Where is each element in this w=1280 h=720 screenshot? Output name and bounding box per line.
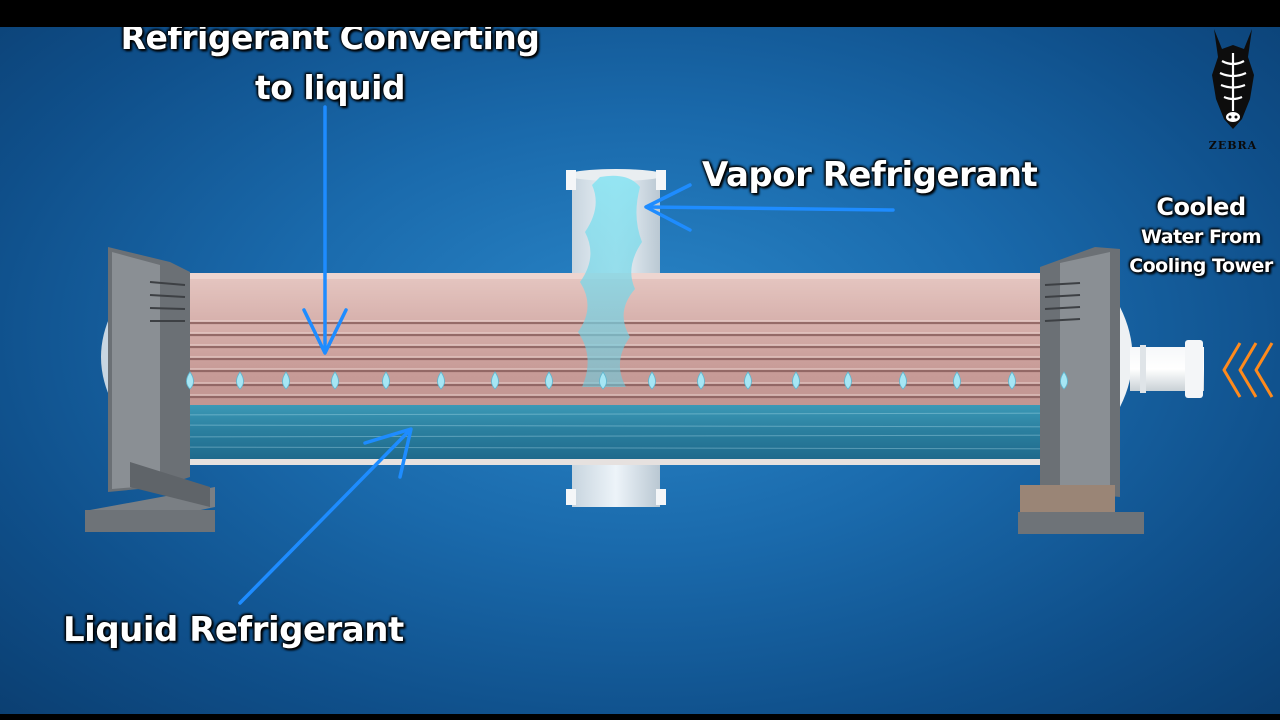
droplet <box>599 371 607 390</box>
droplet <box>331 371 339 390</box>
droplet <box>1008 371 1016 390</box>
droplet <box>282 371 290 390</box>
zebra-logo: ZEBRA <box>1196 27 1270 157</box>
droplet <box>792 371 800 390</box>
condensation-droplets <box>186 371 1068 390</box>
droplet <box>491 371 499 390</box>
droplet <box>844 371 852 390</box>
left-tube-sheet <box>85 247 215 532</box>
label-cooled: Cooled <box>1156 193 1246 221</box>
annotation-arrows <box>238 105 895 605</box>
zebra-head-icon <box>1212 29 1254 129</box>
logo-text: ZEBRA <box>1208 139 1258 152</box>
vapor-plume <box>578 175 642 387</box>
label-cooling-tower: Cooling Tower <box>1129 255 1273 277</box>
right-end-cap <box>1120 307 1133 407</box>
label-refrigerant-converting: Refrigerant Converting to liquid <box>120 27 540 113</box>
liquid-refrigerant-pool <box>120 405 1110 459</box>
chevron-left-icon <box>1222 342 1274 398</box>
arrow-vapor <box>646 205 895 212</box>
droplet <box>744 371 752 390</box>
droplet <box>1060 371 1068 390</box>
droplet <box>437 371 445 390</box>
label-converting-line1: Refrigerant Converting <box>120 27 540 57</box>
label-vapor-refrigerant: Vapor Refrigerant <box>702 155 1038 195</box>
droplet <box>697 371 705 390</box>
droplet <box>236 371 244 390</box>
droplet <box>953 371 961 390</box>
cooling-water-inlet <box>1130 340 1204 398</box>
right-tube-sheet <box>1018 247 1144 534</box>
label-water-from: Water From <box>1140 226 1262 248</box>
label-cooled-water: Cooled Water From Cooling Tower <box>1120 191 1280 281</box>
label-liquid-refrigerant: Liquid Refrigerant <box>63 610 404 650</box>
condenser-diagram <box>85 105 1274 605</box>
liquid-outlet-pipe <box>566 459 666 507</box>
droplet <box>648 371 656 390</box>
arrow-liquid <box>238 428 412 605</box>
droplet <box>186 371 194 390</box>
diagram-canvas: Refrigerant Converting to liquid Vapor R… <box>0 27 1280 714</box>
label-converting-line2: to liquid <box>254 68 406 107</box>
droplet <box>545 371 553 390</box>
droplet <box>382 371 390 390</box>
droplet <box>899 371 907 390</box>
